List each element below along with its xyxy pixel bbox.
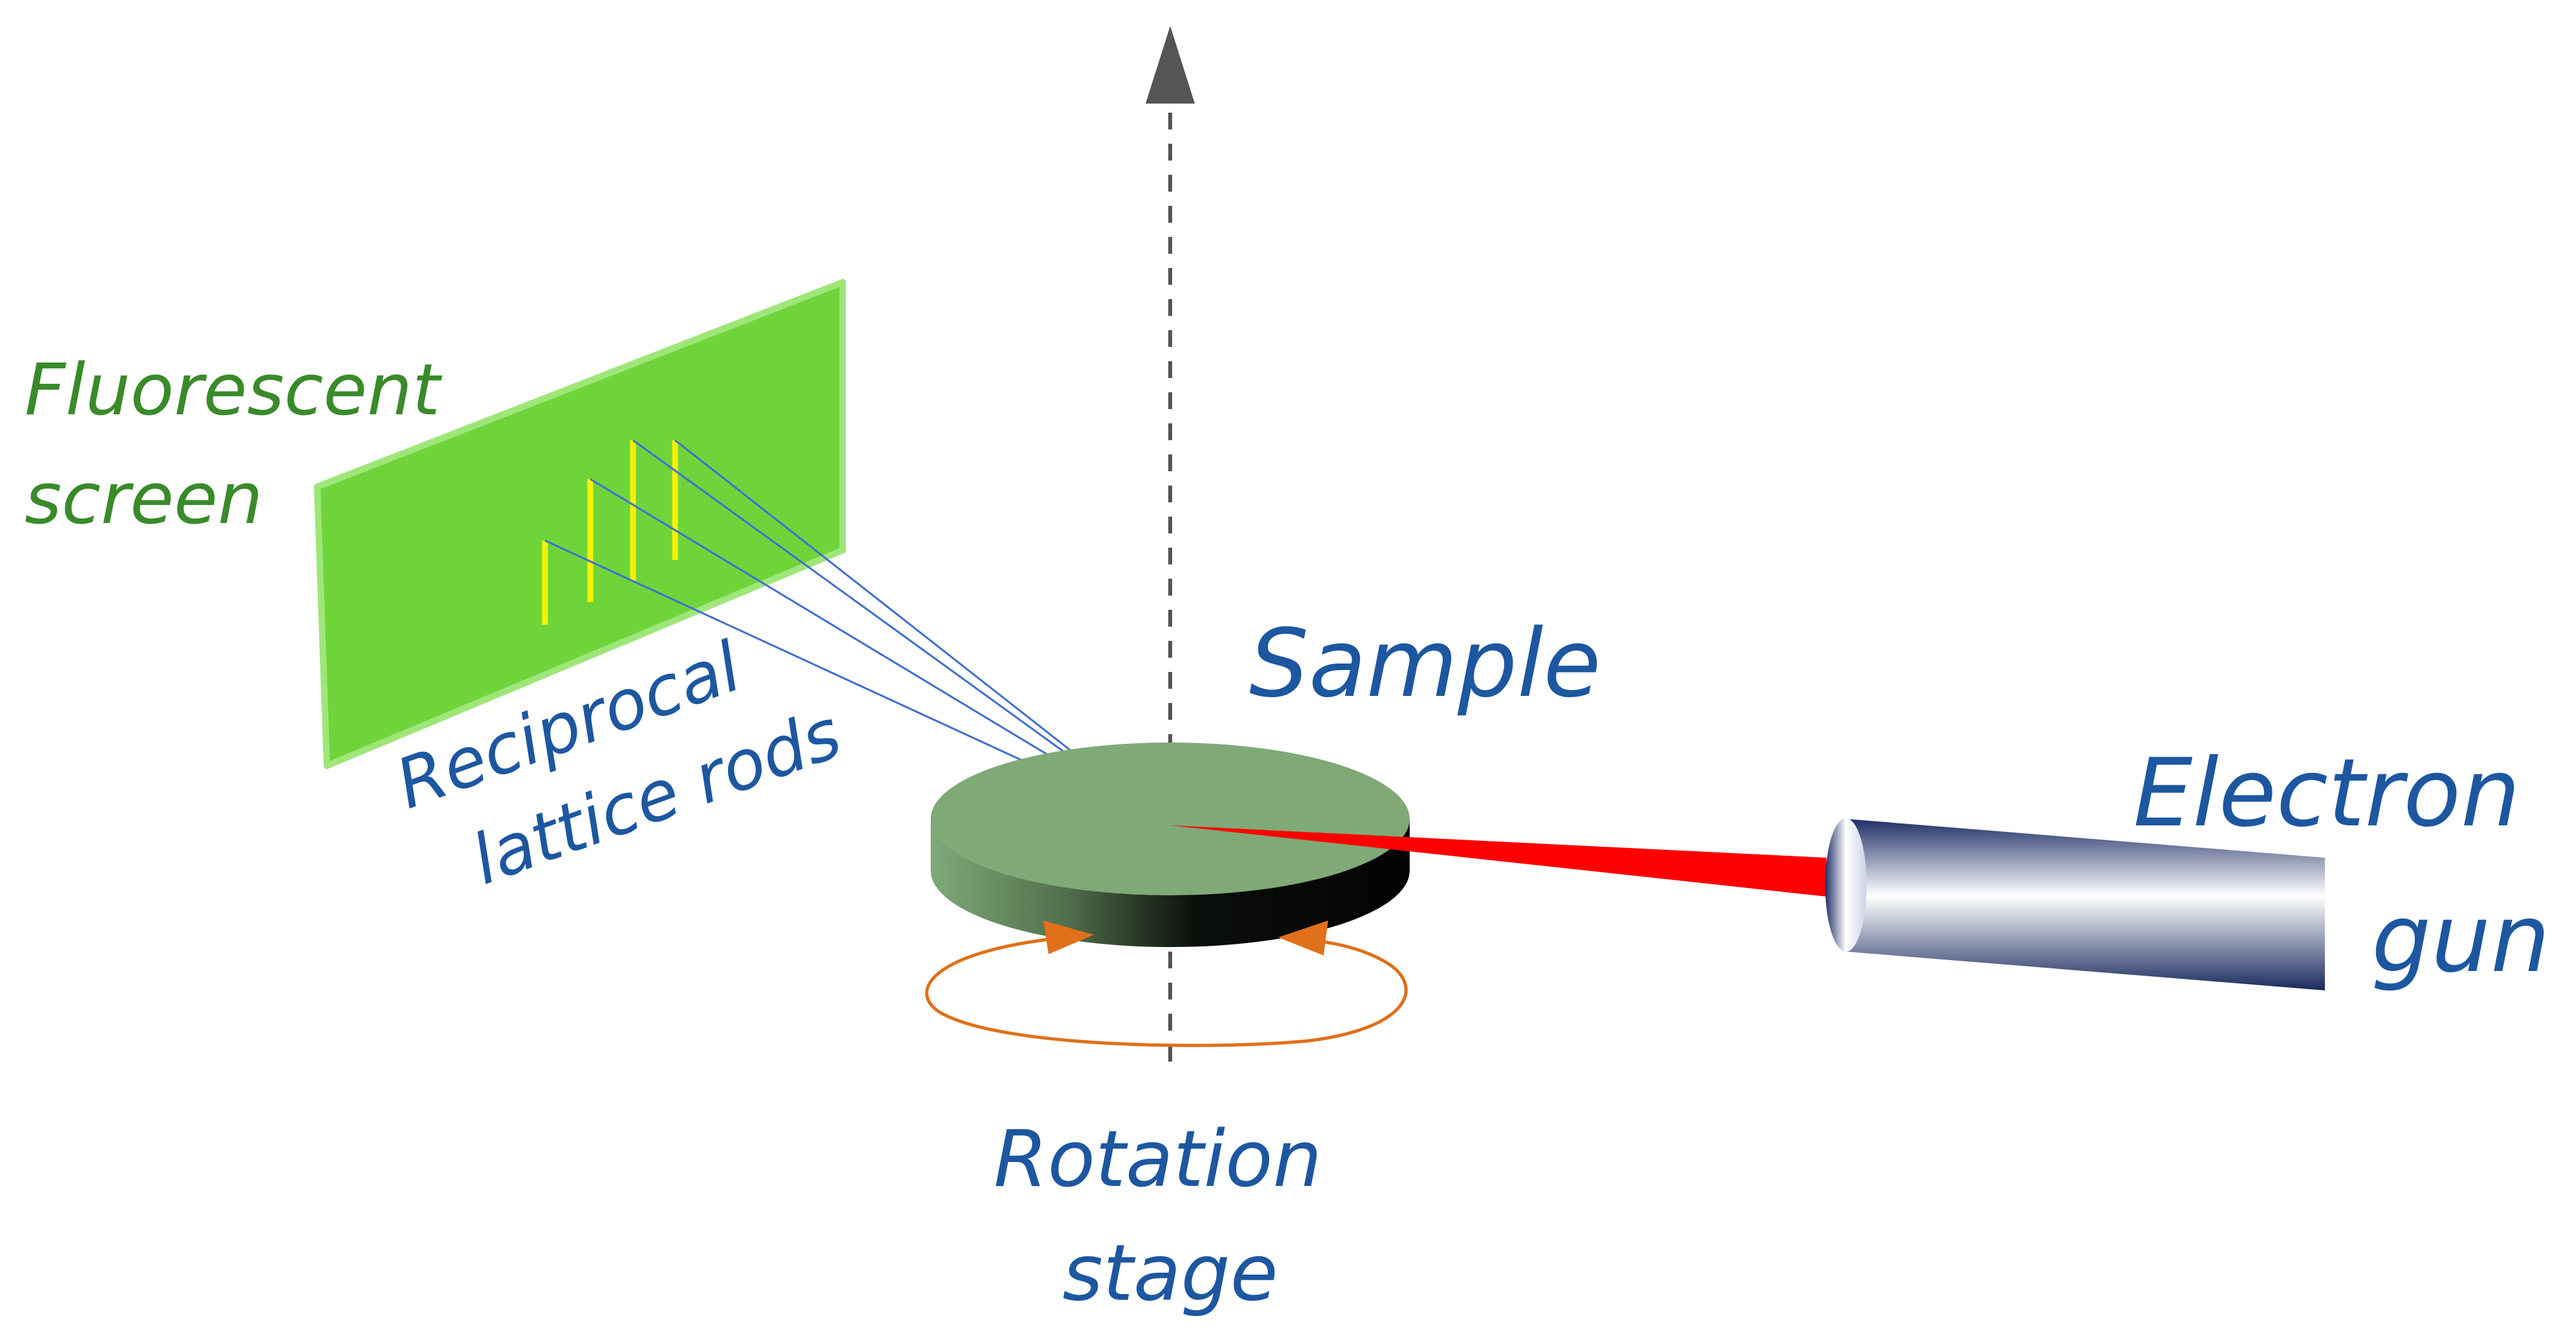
electron-beam: [1170, 825, 1827, 897]
rotation-arrowhead-right-icon: [1278, 921, 1328, 955]
reciprocal-lattice-rods: [542, 440, 678, 625]
electron-gun-cap: [1825, 818, 1867, 952]
electron-gun: [1825, 818, 2325, 990]
sample-label: Sample: [1249, 609, 1601, 719]
sample-disk: [931, 743, 1410, 947]
rotation-arrow: [925, 921, 1408, 1047]
electron-gun-label: Electron gun: [2133, 739, 2550, 994]
rotation-stage-label: Rotation stage: [994, 1115, 1346, 1319]
axis-arrow-icon: [1146, 26, 1195, 104]
fluorescent-screen-label: Fluorescent screen: [25, 348, 463, 540]
rotation-arrowhead-left-icon: [1043, 921, 1094, 954]
fluorescent-screen: [314, 279, 846, 769]
